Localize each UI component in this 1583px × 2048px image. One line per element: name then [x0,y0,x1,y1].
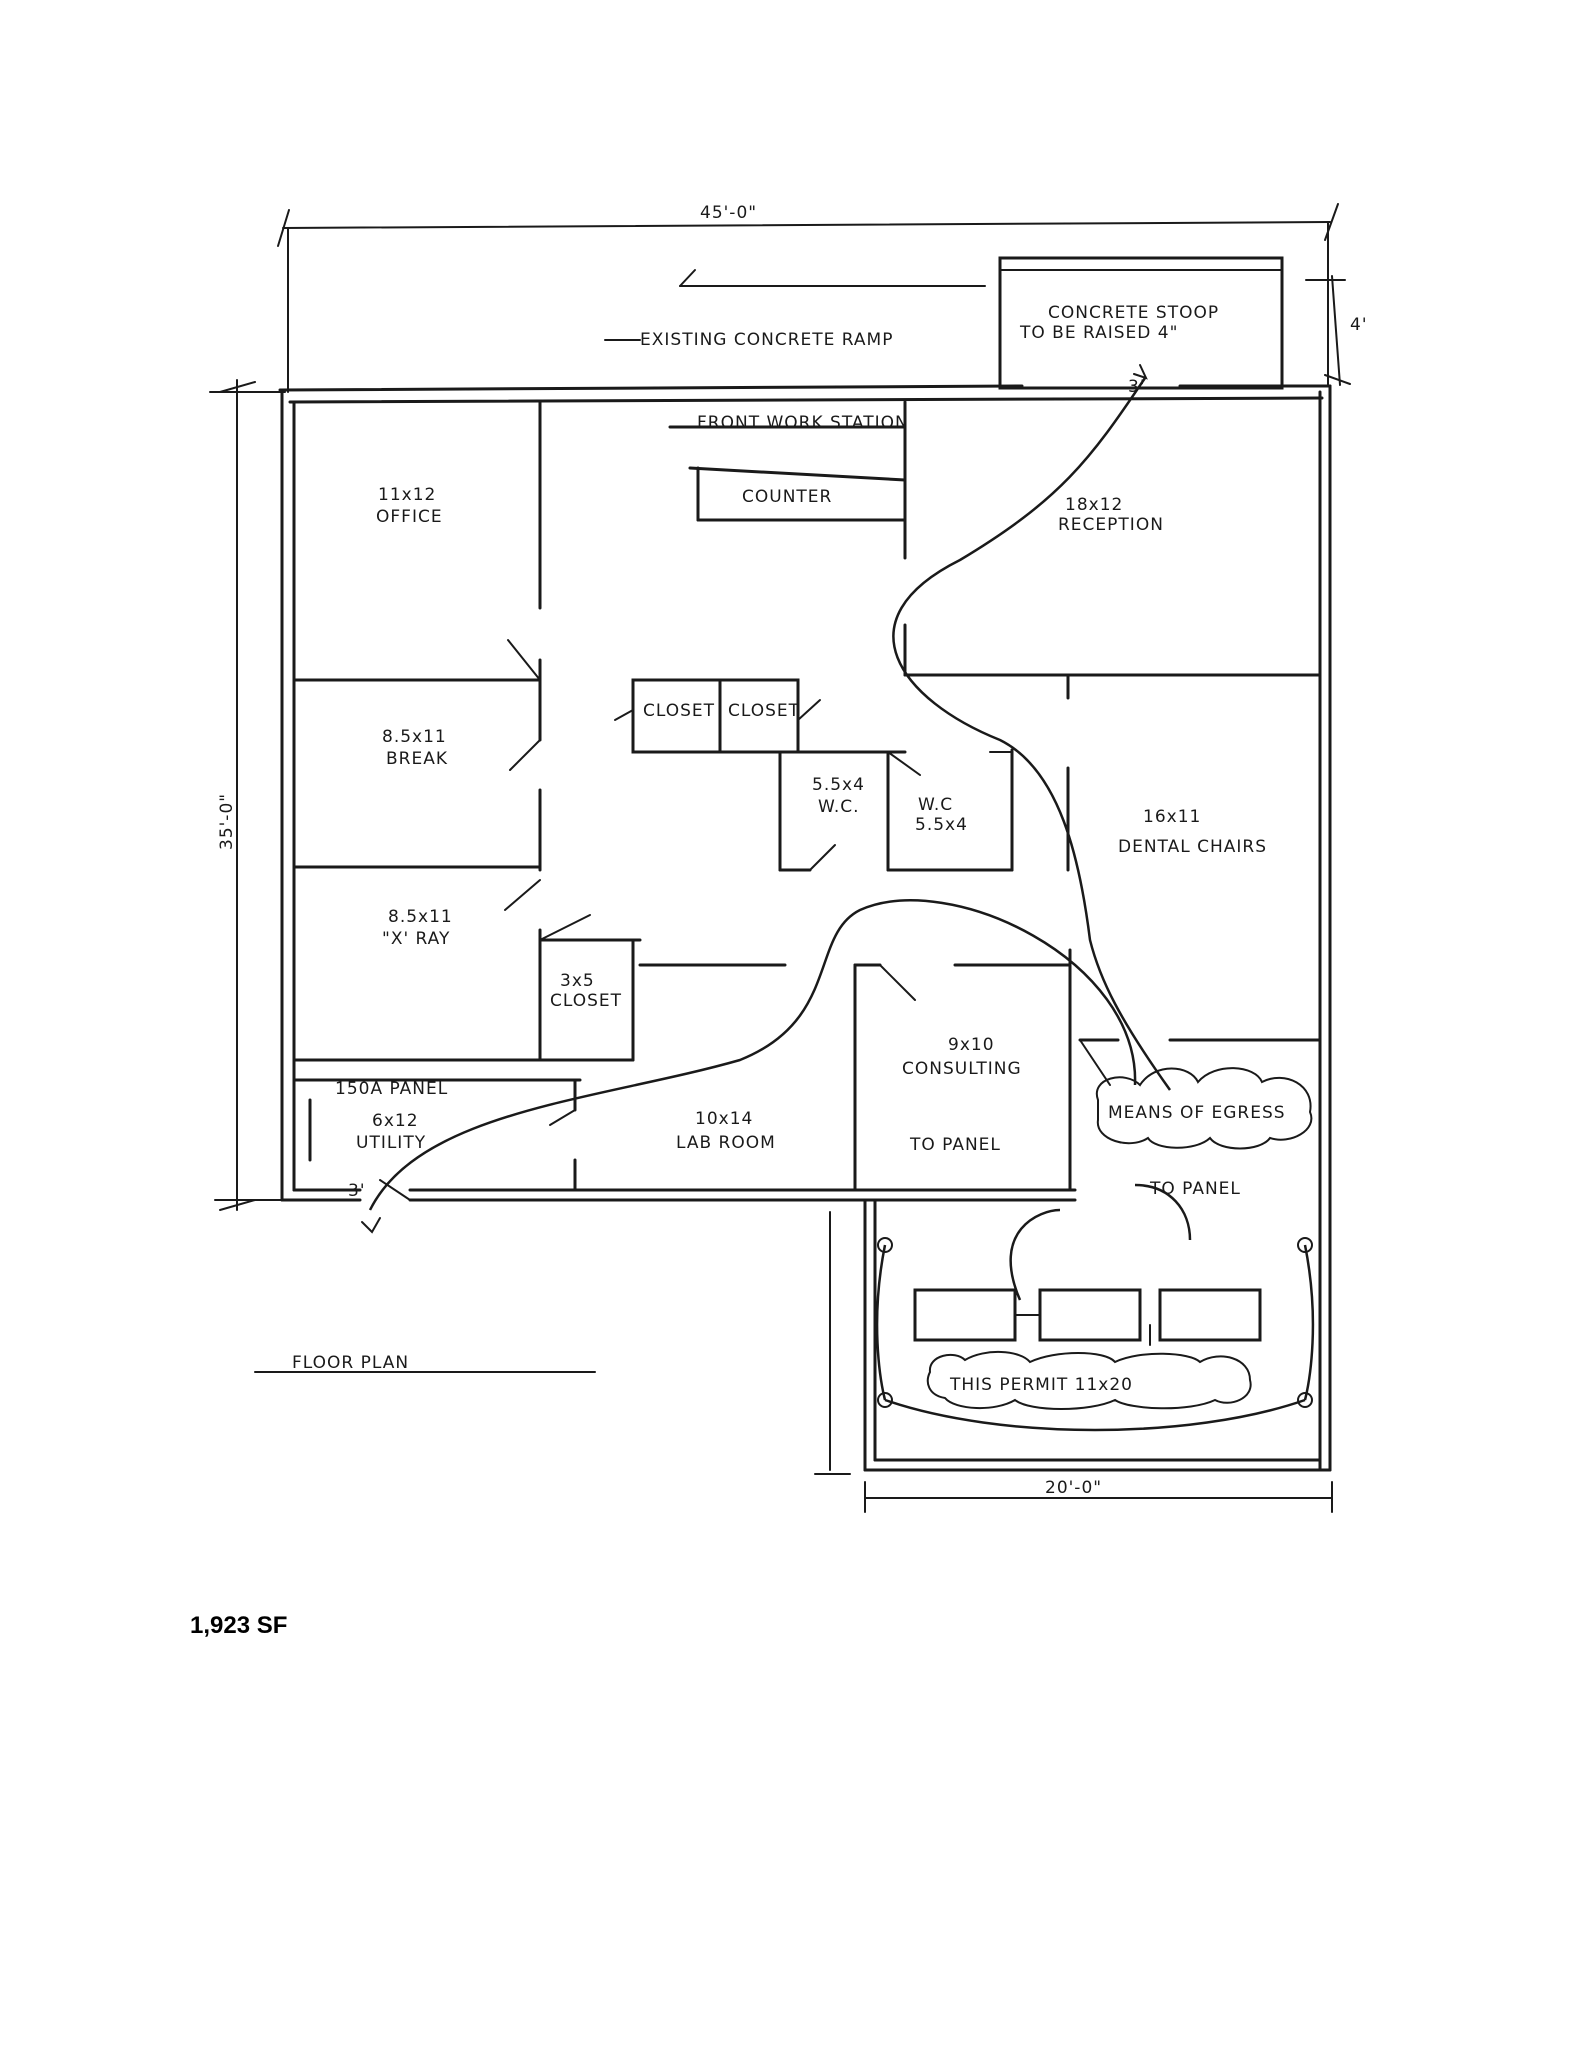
total-area-label: 1,923 SF [190,1612,288,1639]
plan-title: FLOOR PLAN [254,1353,596,1373]
wc1-size: 5.5x4 [812,775,865,795]
consulting-name: CONSULTING [902,1059,1022,1079]
wc2-name: W.C [918,795,953,815]
addition-fixtures [875,1237,1315,1432]
to-panel-addition: TO PANEL [1149,1179,1241,1199]
dental-name: DENTAL CHAIRS [1118,837,1267,857]
closet-a-label: CLOSET [643,701,715,721]
floor-plan-title: FLOOR PLAN [292,1353,409,1373]
stoop-label-line2: TO BE RAISED 4" [1019,323,1178,343]
reception-size: 18x12 [1065,495,1123,515]
dental-size: 16x11 [1143,807,1201,827]
means-of-egress-label: MEANS OF EGRESS [1108,1103,1286,1123]
xray-size: 8.5x11 [388,907,453,927]
egress-paths [361,364,1192,1301]
dimension-lines [209,203,1351,1513]
door-width-mark-top: 3' [1128,377,1146,397]
break-name: BREAK [386,749,448,769]
lab-size: 10x14 [695,1109,753,1129]
small-closet-size: 3x5 [560,971,595,991]
counter-label: COUNTER [742,487,832,507]
door-swings [379,639,1111,1201]
door-width-mark-bottom: 3' [348,1181,366,1201]
break-size: 8.5x11 [382,727,447,747]
office-size: 11x12 [378,485,436,505]
exterior [604,256,1284,390]
panel-label: 150A PANEL [335,1079,448,1099]
left-height-dimension: 35'-0" [217,793,237,850]
xray-name: "X' RAY [382,929,450,949]
room-labels: EXISTING CONCRETE RAMP CONCRETE STOOP TO… [335,303,1286,1395]
stoop-label-line1: CONCRETE STOOP [1048,303,1219,323]
front-work-station-label: FRONT WORK STATION [697,413,909,433]
interior-walls [292,400,1322,1192]
closet-b-label: CLOSET [728,701,800,721]
ramp-label: EXISTING CONCRETE RAMP [640,330,893,350]
wc2-size: 5.5x4 [915,815,968,835]
wc1-name: W.C. [818,797,860,817]
reception-name: RECEPTION [1058,515,1164,535]
lab-name: LAB ROOM [676,1133,776,1153]
utility-name: UTILITY [356,1133,426,1153]
bottom-width-dimension: 20'-0" [1045,1478,1102,1498]
stoop-depth-dimension: 4' [1350,315,1368,335]
building-shell [278,384,1332,1472]
permit-label: THIS PERMIT 11x20 [949,1375,1133,1395]
utility-size: 6x12 [372,1111,419,1131]
annotation-clouds [926,1067,1313,1410]
consulting-size: 9x10 [948,1035,995,1055]
small-closet-name: CLOSET [550,991,622,1011]
dimension-labels: 45'-0" 35'-0" 4' 20'-0" 3' 3' [217,203,1368,1498]
office-name: OFFICE [376,507,443,527]
top-width-dimension: 45'-0" [700,203,757,223]
to-panel-consulting: TO PANEL [909,1135,1001,1155]
